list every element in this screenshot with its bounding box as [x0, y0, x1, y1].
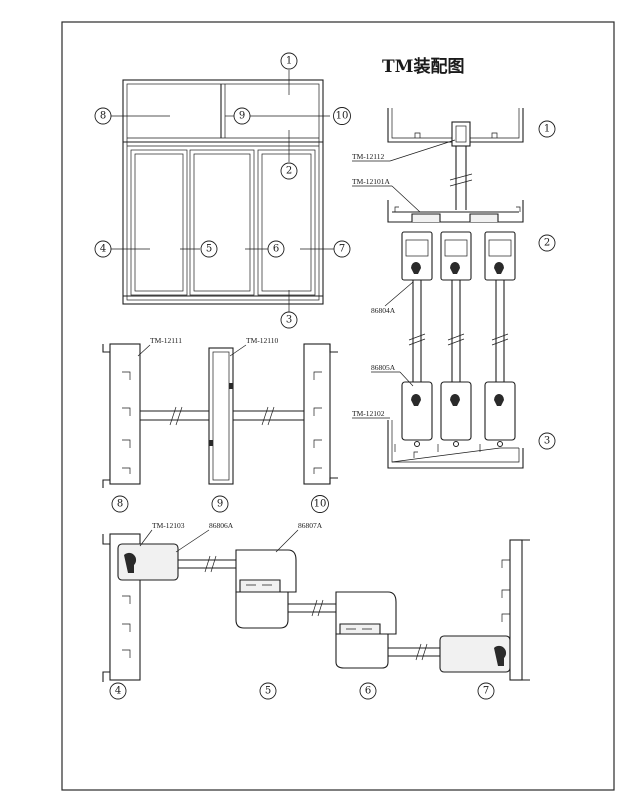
callout-8-section: 8 [111, 495, 129, 513]
label-86806a: 86806A [209, 521, 234, 530]
svg-text:9: 9 [217, 499, 223, 510]
svg-text:8: 8 [100, 111, 106, 122]
callout-6-elev: 6 [267, 240, 285, 258]
callout-2-elev: 2 [280, 162, 298, 180]
callout-1-section: 1 [538, 120, 556, 138]
leader-tm-12110 [229, 344, 247, 357]
callout-5-elev: 5 [200, 240, 218, 258]
callout-3-section: 3 [538, 432, 556, 450]
label-tm-12101a: TM-12101A [352, 177, 390, 186]
transom-horizontal-section [102, 343, 338, 488]
leader-86804a [384, 281, 414, 307]
callout-8-elev: 8 [94, 107, 112, 125]
callout-4-section: 4 [109, 682, 127, 700]
svg-text:10: 10 [314, 499, 327, 510]
callout-9-section: 9 [211, 495, 229, 513]
callout-10-elev: 10 [333, 107, 351, 125]
svg-text:4: 4 [115, 686, 121, 697]
svg-text:3: 3 [286, 315, 292, 326]
leader-tm-12103 [139, 529, 153, 547]
svg-text:4: 4 [100, 244, 106, 255]
label-tm-12111: TM-12111 [150, 336, 182, 345]
svg-text:1: 1 [286, 56, 292, 67]
callout-7-elev: 7 [333, 240, 351, 258]
leader-tm-12101a-b [391, 185, 421, 213]
svg-text:10: 10 [336, 111, 349, 122]
callout-7-section: 7 [477, 682, 495, 700]
leader-tm-12111 [137, 344, 151, 357]
svg-text:5: 5 [265, 686, 271, 697]
svg-text:7: 7 [339, 244, 345, 255]
svg-text:2: 2 [286, 166, 292, 177]
svg-text:8: 8 [117, 499, 123, 510]
label-tm-12102: TM-12102 [352, 409, 385, 418]
label-86805a: 86805A [371, 363, 396, 372]
label-tm-12110: TM-12110 [246, 336, 278, 345]
label-86804a: 86804A [371, 306, 396, 315]
sliding-horizontal-section [102, 533, 530, 682]
svg-text:6: 6 [273, 244, 279, 255]
sheet-border [61, 21, 615, 791]
label-tm-12103: TM-12103 [152, 521, 185, 530]
callout-2-section: 2 [538, 234, 556, 252]
svg-text:1: 1 [544, 124, 550, 135]
callout-5-section: 5 [259, 682, 277, 700]
callout-3-elev: 3 [280, 311, 298, 329]
callout-10-section: 10 [311, 495, 329, 513]
callout-9-elev: 9 [233, 107, 251, 125]
leader-86807a [275, 529, 299, 553]
callout-1-top: 1 [280, 52, 298, 70]
label-86807a: 86807A [298, 521, 323, 530]
window-elevation [111, 70, 334, 312]
leader-86806a [175, 529, 210, 553]
svg-text:5: 5 [206, 244, 212, 255]
svg-text:2: 2 [544, 238, 550, 249]
drawing-title: TM装配图 [382, 56, 464, 77]
callout-4-elev: 4 [94, 240, 112, 258]
callout-6-section: 6 [359, 682, 377, 700]
svg-text:7: 7 [483, 686, 489, 697]
leader-tm-12112-b [389, 139, 456, 162]
svg-text:6: 6 [365, 686, 371, 697]
vertical-section [387, 108, 524, 469]
svg-text:9: 9 [239, 111, 245, 122]
leader-86805a-b [399, 371, 414, 387]
label-tm-12112: TM-12112 [352, 152, 384, 161]
svg-text:3: 3 [544, 436, 550, 447]
